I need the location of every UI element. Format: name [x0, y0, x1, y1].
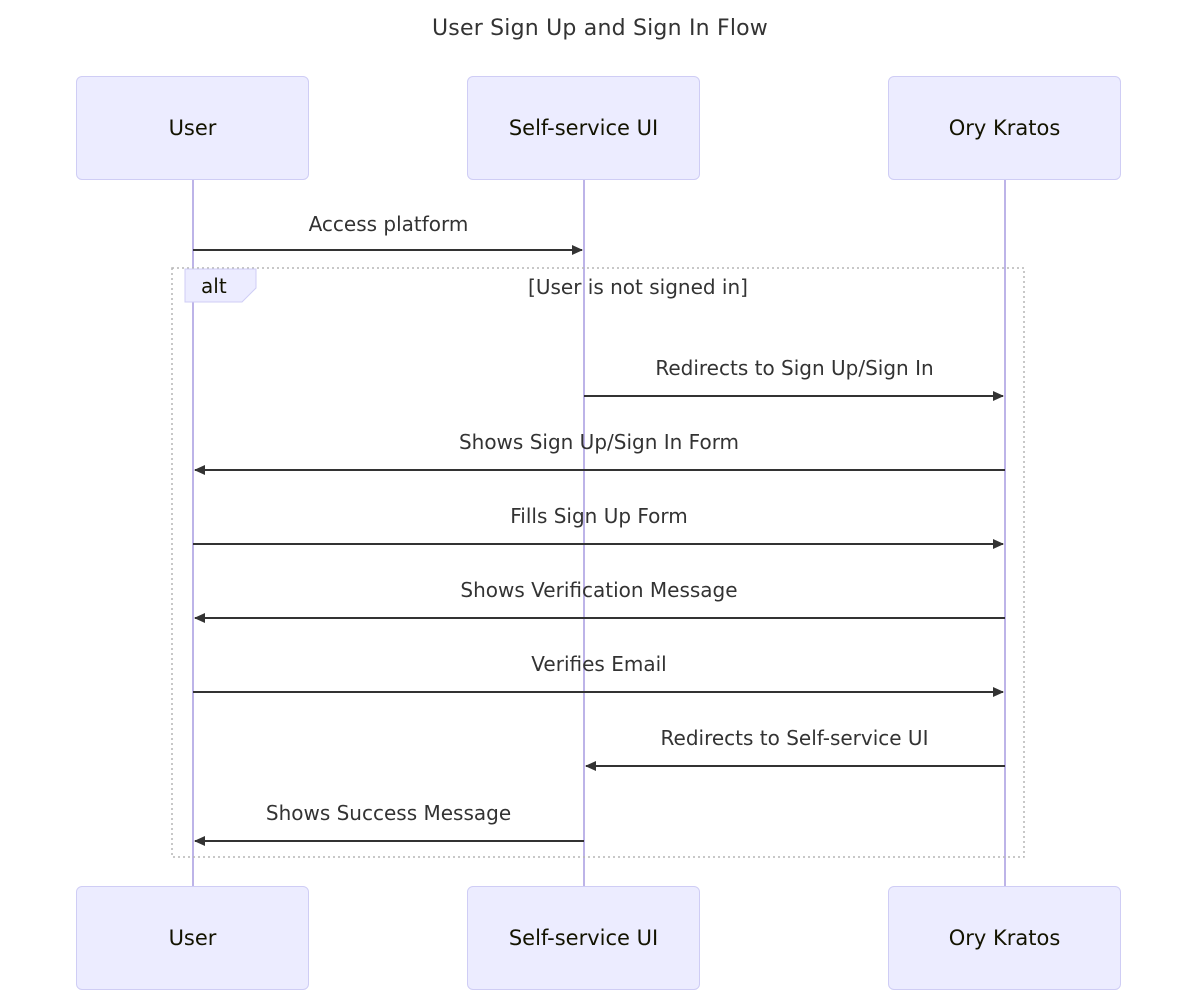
message-label-4: Fills Sign Up Form	[510, 504, 688, 528]
message-label-7: Redirects to Self-service UI	[660, 726, 929, 750]
message-label-1: Access platform	[308, 212, 469, 236]
actor-label-ory-kratos-bottom: Ory Kratos	[948, 926, 1061, 950]
alt-fragment-tag-shape	[184, 268, 257, 303]
actor-label-user-bottom: User	[168, 926, 217, 950]
message-label-2: Redirects to Sign Up/Sign In	[655, 356, 934, 380]
actor-box-self-service-ui-top[interactable]: Self-service UI	[467, 76, 700, 180]
actor-label-self-service-ui-top: Self-service UI	[508, 116, 659, 140]
alt-fragment-group	[171, 267, 1025, 858]
actor-box-self-service-ui-bottom[interactable]: Self-service UI	[467, 886, 700, 990]
actor-label-self-service-ui-bottom: Self-service UI	[508, 926, 659, 950]
alt-fragment-tag-label: alt	[201, 274, 227, 298]
actor-label-ory-kratos-top: Ory Kratos	[948, 116, 1061, 140]
actor-box-user-bottom[interactable]: User	[76, 886, 309, 990]
message-arrows-group	[193, 245, 1005, 846]
actor-label-user-top: User	[168, 116, 217, 140]
alt-fragment-condition-label: [User is not signed in]	[528, 275, 748, 299]
diagram-title: User Sign Up and Sign In Flow	[432, 16, 768, 41]
actor-box-user-top[interactable]: User	[76, 76, 309, 180]
actor-box-ory-kratos-top[interactable]: Ory Kratos	[888, 76, 1121, 180]
alt-fragment-border	[171, 267, 1025, 858]
message-label-5: Shows Verification Message	[460, 578, 738, 602]
message-label-6: Verifies Email	[531, 652, 667, 676]
message-label-3: Shows Sign Up/Sign In Form	[458, 430, 740, 454]
actor-box-ory-kratos-bottom[interactable]: Ory Kratos	[888, 886, 1121, 990]
message-label-8: Shows Success Message	[265, 801, 512, 825]
